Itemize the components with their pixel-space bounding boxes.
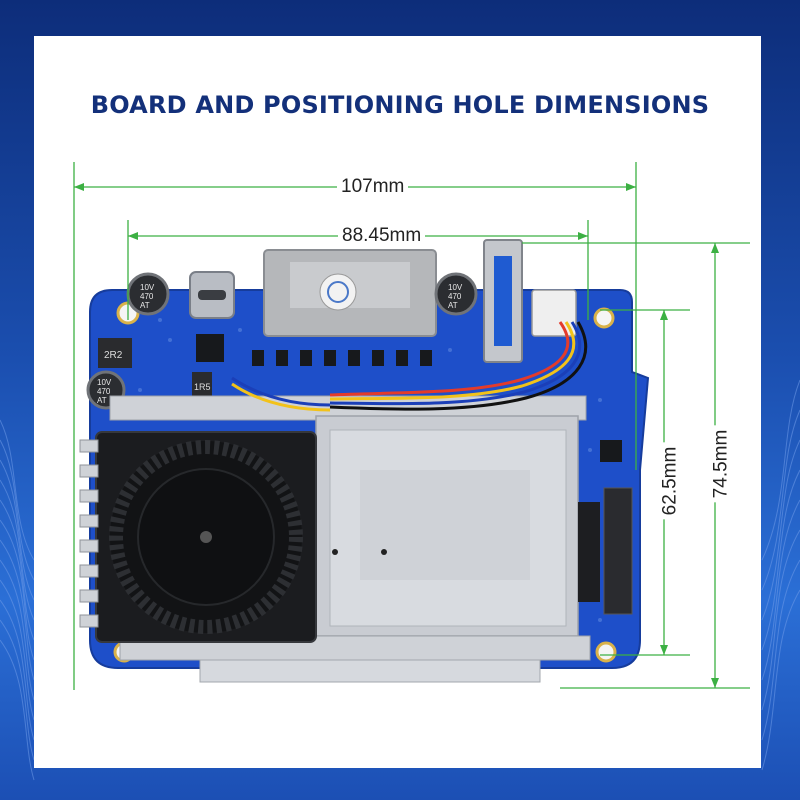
m2-slot (578, 487, 633, 615)
cooling-fan (95, 431, 317, 643)
fan-connector (531, 289, 577, 337)
ethernet-port (263, 249, 437, 337)
dimension-overall-width: 107mm (337, 176, 409, 198)
inductor-label: 2R2 (104, 350, 123, 361)
dimension-overall-height: 74.5mm (710, 425, 733, 503)
fan-cable (231, 321, 588, 412)
usb-a-port (483, 239, 523, 363)
dimension-arrowheads (74, 183, 719, 688)
heatsink (315, 415, 579, 637)
small-chips (196, 334, 622, 462)
dimension-hole-spacing-vertical: 62.5mm (659, 442, 682, 520)
side-fins (79, 439, 99, 628)
mounting-hole-top-right (593, 307, 615, 329)
mounting-hole-bottom-right (595, 641, 617, 663)
inductor (98, 338, 132, 368)
page-title: BOARD AND POSITIONING HOLE DIMENSIONS (90, 91, 710, 119)
capacitor-right (434, 272, 478, 316)
resistor (192, 372, 212, 396)
resistor-label: 1R5 (194, 382, 211, 392)
dimension-hole-spacing-horizontal: 88.45mm (338, 225, 426, 247)
